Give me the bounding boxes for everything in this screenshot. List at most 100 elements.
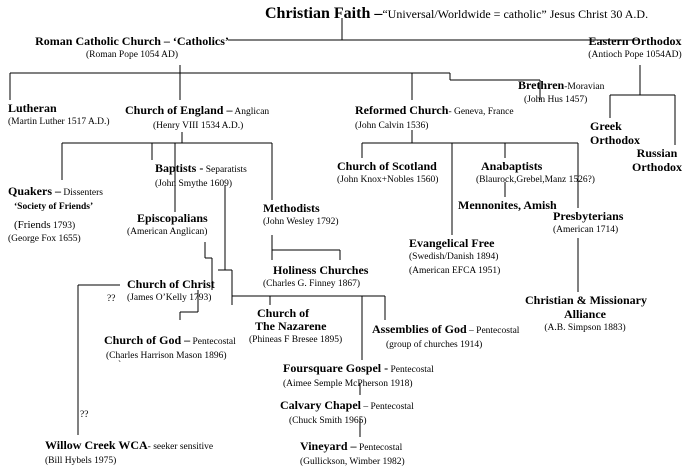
node-line1: Christian & Missionary xyxy=(525,293,648,307)
node-detail: (John Knox+Nobles 1560) xyxy=(337,175,439,185)
node-detail: (Bill Hybels 1975) xyxy=(45,456,117,466)
node-brethren: Brethren-Moravian (John Hus 1457) xyxy=(518,77,604,106)
node-name: Evangelical Free xyxy=(409,236,495,250)
node-tag: Pentecostal xyxy=(356,443,403,453)
tick-mark: ` xyxy=(118,360,122,370)
node-church-of-christ: Church of Christ (James O’Kelly 1793) xyxy=(127,278,215,304)
node-tag: Dissenters xyxy=(61,188,103,198)
node-christian-missionary-alliance: Christian & Missionary Alliance (A.B. Si… xyxy=(525,293,648,334)
node-quakers: Quakers – Dissenters ‘Society of Friends… xyxy=(8,183,103,244)
node-detail: (Martin Luther 1517 A.D.) xyxy=(8,117,110,127)
node-line2: Alliance xyxy=(564,307,606,321)
node-detail: (A.B. Simpson 1883) xyxy=(544,323,626,333)
node-name: Brethren xyxy=(518,78,565,92)
diagram-title: Christian Faith –“Universal/Worldwide = … xyxy=(265,6,648,22)
node-friends: (Friends xyxy=(14,218,51,231)
node-alt-name: ‘Society of Friends’ xyxy=(14,202,94,212)
node-detail: (George Fox 1655) xyxy=(8,233,81,244)
node-tag: Separatists xyxy=(203,165,247,175)
node-tag: – Pentecostal xyxy=(466,326,520,336)
node-name: Methodists xyxy=(263,201,320,215)
node-detail: (Antioch Pope 1054AD) xyxy=(588,50,682,60)
uncertain-mark: ?? xyxy=(80,410,89,420)
node-line2: Orthodox xyxy=(631,160,682,174)
node-line2: The Nazarene xyxy=(255,319,327,333)
node-tag: - Geneva, France xyxy=(448,107,514,117)
node-tag: Pentecostal xyxy=(190,337,236,347)
node-foursquare-gospel: Foursquare Gospel - Pentecostal (Aimee S… xyxy=(283,360,434,390)
title-subtitle: “Universal/Worldwide = catholic” Jesus C… xyxy=(382,7,649,21)
node-name: Quakers – xyxy=(8,184,62,198)
node-name: Baptists - xyxy=(155,161,204,175)
node-name: Roman Catholic Church – ‘Catholics’ xyxy=(35,34,229,48)
node-tag: Anglican xyxy=(232,107,270,117)
node-line1: Russian xyxy=(636,146,678,160)
node-detail: (Charles Harrison Mason 1896) xyxy=(106,351,227,361)
node-russian-orthodox: Russian Orthodox xyxy=(625,146,689,174)
node-name: Church of Christ xyxy=(127,277,215,291)
node-detail: (Blaurock,Grebel,Manz 1526?) xyxy=(476,175,595,185)
node-name: Lutheran xyxy=(8,101,57,115)
node-tag: – Pentecostal xyxy=(361,402,414,412)
node-church-of-the-nazarene: Church of The Nazarene (Phineas F Bresee… xyxy=(249,306,342,346)
node-name: Assemblies of God xyxy=(372,322,467,336)
node-eastern-orthodox: Eastern Orthodox (Antioch Pope 1054AD) xyxy=(580,35,690,61)
node-name: Anabaptists xyxy=(481,159,543,173)
node-detail: (Charles G. Finney 1867) xyxy=(263,279,361,289)
node-name: Willow Creek WCA xyxy=(45,438,148,452)
node-detail: (group of churches 1914) xyxy=(386,340,483,350)
node-lutheran: Lutheran (Martin Luther 1517 A.D.) xyxy=(8,102,110,128)
node-methodists: Methodists (John Wesley 1792) xyxy=(263,202,339,228)
node-detail-2: (American EFCA 1951) xyxy=(409,265,501,276)
node-assemblies-of-god: Assemblies of God – Pentecostal (group o… xyxy=(372,321,519,351)
node-detail: (Phineas F Bresee 1895) xyxy=(249,335,343,345)
node-evangelical-free: Evangelical Free (Swedish/Danish 1894) (… xyxy=(409,237,500,276)
node-name: Reformed Church xyxy=(355,103,449,117)
node-detail: (Chuck Smith 1965) xyxy=(289,416,367,426)
uncertain-mark: ?? xyxy=(107,294,116,304)
node-name: Vineyard – xyxy=(300,439,357,453)
node-detail: (American Anglican) xyxy=(127,227,208,237)
node-calvary-chapel: Calvary Chapel – Pentecostal (Chuck Smit… xyxy=(280,397,414,427)
node-tag: -Moravian xyxy=(564,82,605,92)
node-detail-1: (Swedish/Danish 1894) xyxy=(409,252,499,262)
node-name: Foursquare Gospel - xyxy=(283,361,389,375)
node-detail: (James O’Kelly 1793) xyxy=(127,293,212,303)
node-detail: (John Smythe 1609) xyxy=(155,179,233,189)
node-name: Church of England – xyxy=(125,103,233,117)
node-church-of-scotland: Church of Scotland (John Knox+Nobles 156… xyxy=(337,160,438,186)
node-detail: (Aimee Semple McPherson 1918) xyxy=(283,379,413,389)
node-willow-creek: Willow Creek WCA- seeker sensitive (Bill… xyxy=(45,437,213,467)
node-name: Church of Scotland xyxy=(337,159,437,173)
node-mennonites-amish: Mennonites, Amish xyxy=(458,198,557,212)
node-detail: (John Wesley 1792) xyxy=(263,217,339,227)
node-name: Holiness Churches xyxy=(273,263,369,277)
node-reformed-church: Reformed Church- Geneva, France (John Ca… xyxy=(355,102,514,132)
node-name: Calvary Chapel xyxy=(280,398,361,412)
title-main: Christian Faith xyxy=(265,5,371,22)
node-baptists: Baptists - Separatists (John Smythe 1609… xyxy=(155,160,247,190)
node-line1: Church of xyxy=(257,306,310,320)
node-detail: (American 1714) xyxy=(553,225,619,235)
node-tag: - seeker sensitive xyxy=(147,442,214,452)
node-detail: (John Hus 1457) xyxy=(524,95,588,105)
node-detail: (Henry VIII 1534 A.D.) xyxy=(153,121,244,131)
node-tag: Pentecostal xyxy=(388,365,434,375)
node-name: Eastern Orthodox xyxy=(588,34,682,48)
node-name: Church of God – xyxy=(104,333,191,347)
node-detail: (John Calvin 1536) xyxy=(355,121,429,131)
node-presbyterians: Presbyterians (American 1714) xyxy=(553,210,623,236)
node-detail: (Gullickson, Wimber 1982) xyxy=(300,457,405,467)
node-anabaptists: Anabaptists (Blaurock,Grebel,Manz 1526?) xyxy=(476,160,595,186)
node-detail: (Roman Pope 1054 AD) xyxy=(85,50,179,60)
node-name: Episcopalians xyxy=(137,211,208,225)
node-line2: Orthodox xyxy=(590,133,641,147)
node-friends-year: 1793) xyxy=(50,220,76,231)
title-dash: – xyxy=(370,5,383,22)
node-name: Presbyterians xyxy=(553,209,624,223)
node-holiness-churches: Holiness Churches (Charles G. Finney 186… xyxy=(263,263,369,290)
node-church-of-god: Church of God – Pentecostal (Charles Har… xyxy=(104,332,236,362)
node-greek-orthodox: Greek Orthodox xyxy=(590,119,640,147)
node-roman-catholic: Roman Catholic Church – ‘Catholics’ (Rom… xyxy=(32,35,232,61)
